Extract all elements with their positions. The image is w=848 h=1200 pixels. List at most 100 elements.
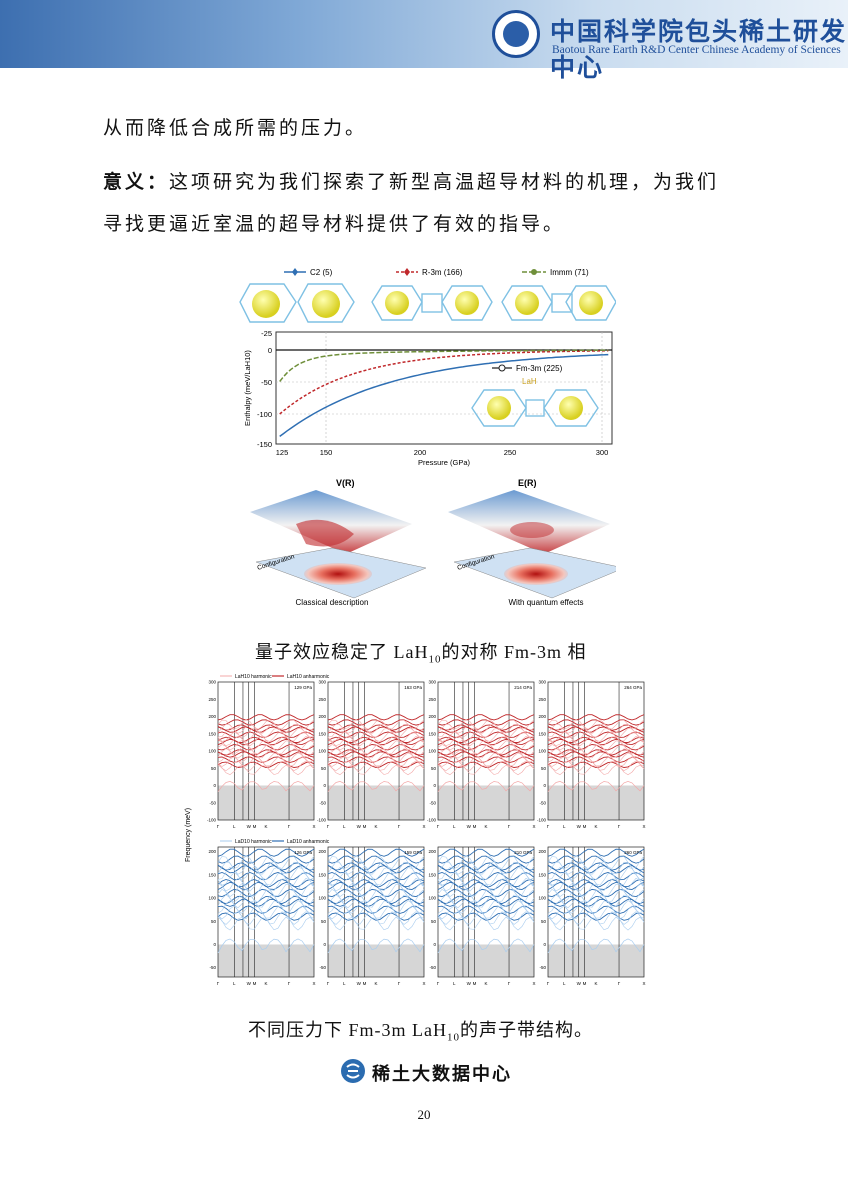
kpoint-label: W bbox=[467, 824, 472, 829]
kpoint-label: X bbox=[312, 824, 315, 829]
y-tick: 150 bbox=[538, 731, 546, 736]
y-tick-labels: -25 0 -50 -100 -150 bbox=[257, 329, 272, 449]
legend-fm3m: Fm-3m (225) bbox=[492, 364, 563, 373]
kpoint-label: M bbox=[363, 981, 367, 986]
kpoint-label: X bbox=[642, 981, 645, 986]
caption-classical: Classical description bbox=[296, 598, 369, 607]
kpoint-label: Γ bbox=[288, 981, 291, 986]
svg-text:LaD10 anharmonic: LaD10 anharmonic bbox=[287, 839, 330, 845]
svg-text:250: 250 bbox=[504, 448, 517, 457]
svg-text:300: 300 bbox=[596, 448, 609, 457]
kpoint-label: L bbox=[343, 981, 346, 986]
pressure-label: 264 GPa bbox=[624, 685, 642, 690]
immm-curve bbox=[279, 349, 609, 382]
kpoint-label: Γ bbox=[398, 824, 401, 829]
enthalpy-curves bbox=[279, 349, 609, 438]
y-tick: 50 bbox=[431, 919, 437, 924]
kpoint-label: L bbox=[233, 981, 236, 986]
kpoint-label: M bbox=[253, 981, 257, 986]
cas-logo-icon bbox=[492, 10, 540, 58]
surface-right-title: E(R) bbox=[518, 478, 537, 488]
y-tick: 150 bbox=[428, 731, 436, 736]
y-tick: 200 bbox=[428, 849, 436, 854]
pressure-label: 159 GPa bbox=[404, 850, 422, 855]
y-tick: 300 bbox=[208, 680, 216, 685]
kpoint-label: W bbox=[247, 824, 252, 829]
kpoint-label: W bbox=[467, 981, 472, 986]
org-name-cn: 中国科学院包头稀土研发中心 bbox=[550, 17, 848, 82]
legend-r3m: R-3m (166) bbox=[396, 268, 463, 277]
kpoint-label: X bbox=[422, 981, 425, 986]
kpoint-label: M bbox=[363, 824, 367, 829]
y-tick: 100 bbox=[208, 749, 216, 754]
plot-frame bbox=[275, 331, 613, 445]
kpoint-label: Γ bbox=[398, 981, 401, 986]
body-line-1: 从而降低合成所需的压力。 bbox=[103, 117, 368, 139]
kpoint-label: Γ bbox=[508, 981, 511, 986]
y-tick: 0 bbox=[323, 783, 326, 788]
y-tick: -100 bbox=[207, 818, 217, 823]
kpoint-label: W bbox=[357, 981, 362, 986]
y-tick: 250 bbox=[428, 697, 436, 702]
y-tick: 250 bbox=[318, 697, 326, 702]
svg-text:R-3m (166): R-3m (166) bbox=[422, 268, 463, 277]
kpoint-label: M bbox=[473, 981, 477, 986]
kpoint-label: L bbox=[453, 824, 456, 829]
y-tick: 150 bbox=[318, 872, 326, 877]
svg-text:150: 150 bbox=[320, 448, 333, 457]
y-tick: 200 bbox=[208, 849, 216, 854]
y-tick: 150 bbox=[428, 872, 436, 877]
pressure-label: 163 GPa bbox=[404, 685, 422, 690]
y-tick: 150 bbox=[208, 731, 216, 736]
y-tick: 100 bbox=[428, 896, 436, 901]
y-tick: 200 bbox=[428, 714, 436, 719]
y-tick: 100 bbox=[428, 749, 436, 754]
r3m-curve bbox=[279, 350, 609, 415]
svg-text:-50: -50 bbox=[261, 378, 272, 387]
y-tick: 100 bbox=[318, 896, 326, 901]
svg-text:C2 (5): C2 (5) bbox=[310, 268, 333, 277]
kpoint-label: Γ bbox=[288, 824, 291, 829]
big-data-logo-icon bbox=[341, 1059, 365, 1083]
y-tick: 50 bbox=[211, 919, 217, 924]
svg-text:200: 200 bbox=[414, 448, 427, 457]
pressure-label: 126 GPa bbox=[294, 850, 312, 855]
y-tick: -100 bbox=[537, 818, 547, 823]
y-tick: 50 bbox=[541, 919, 547, 924]
kpoint-label: Γ bbox=[618, 981, 621, 986]
y-tick: 100 bbox=[208, 896, 216, 901]
svg-text:LaH10 harmonic: LaH10 harmonic bbox=[235, 674, 272, 680]
pressure-label: 260 GPa bbox=[624, 850, 642, 855]
kpoint-label: M bbox=[583, 981, 587, 986]
svg-text:Fm-3m (225): Fm-3m (225) bbox=[516, 364, 563, 373]
kpoint-label: Γ bbox=[508, 824, 511, 829]
pressure-label: 210 GPa bbox=[514, 850, 532, 855]
y-tick: 50 bbox=[321, 919, 327, 924]
kpoint-label: L bbox=[343, 824, 346, 829]
y-tick: 100 bbox=[318, 749, 326, 754]
figure2-caption: 不同压力下 Fm-3m LaH10的声子带结构。 bbox=[248, 1020, 593, 1044]
svg-text:Immm (71): Immm (71) bbox=[550, 268, 589, 277]
kpoint-label: Γ bbox=[217, 824, 220, 829]
y-tick: 0 bbox=[433, 942, 436, 947]
pressure-label: 214 GPa bbox=[514, 685, 532, 690]
y-tick: 200 bbox=[318, 714, 326, 719]
kpoint-label: X bbox=[642, 824, 645, 829]
crystal-structures-row bbox=[239, 283, 616, 323]
kpoint-label: Γ bbox=[618, 824, 621, 829]
kpoint-label: L bbox=[563, 824, 566, 829]
svg-text:LaD10 harmonic: LaD10 harmonic bbox=[235, 839, 272, 845]
svg-text:0: 0 bbox=[268, 346, 272, 355]
kpoint-label: X bbox=[312, 981, 315, 986]
y-tick: 0 bbox=[213, 783, 216, 788]
y-tick: 0 bbox=[433, 783, 436, 788]
kpoint-label: L bbox=[233, 824, 236, 829]
y-tick: 200 bbox=[538, 849, 546, 854]
y-tick: 200 bbox=[318, 849, 326, 854]
